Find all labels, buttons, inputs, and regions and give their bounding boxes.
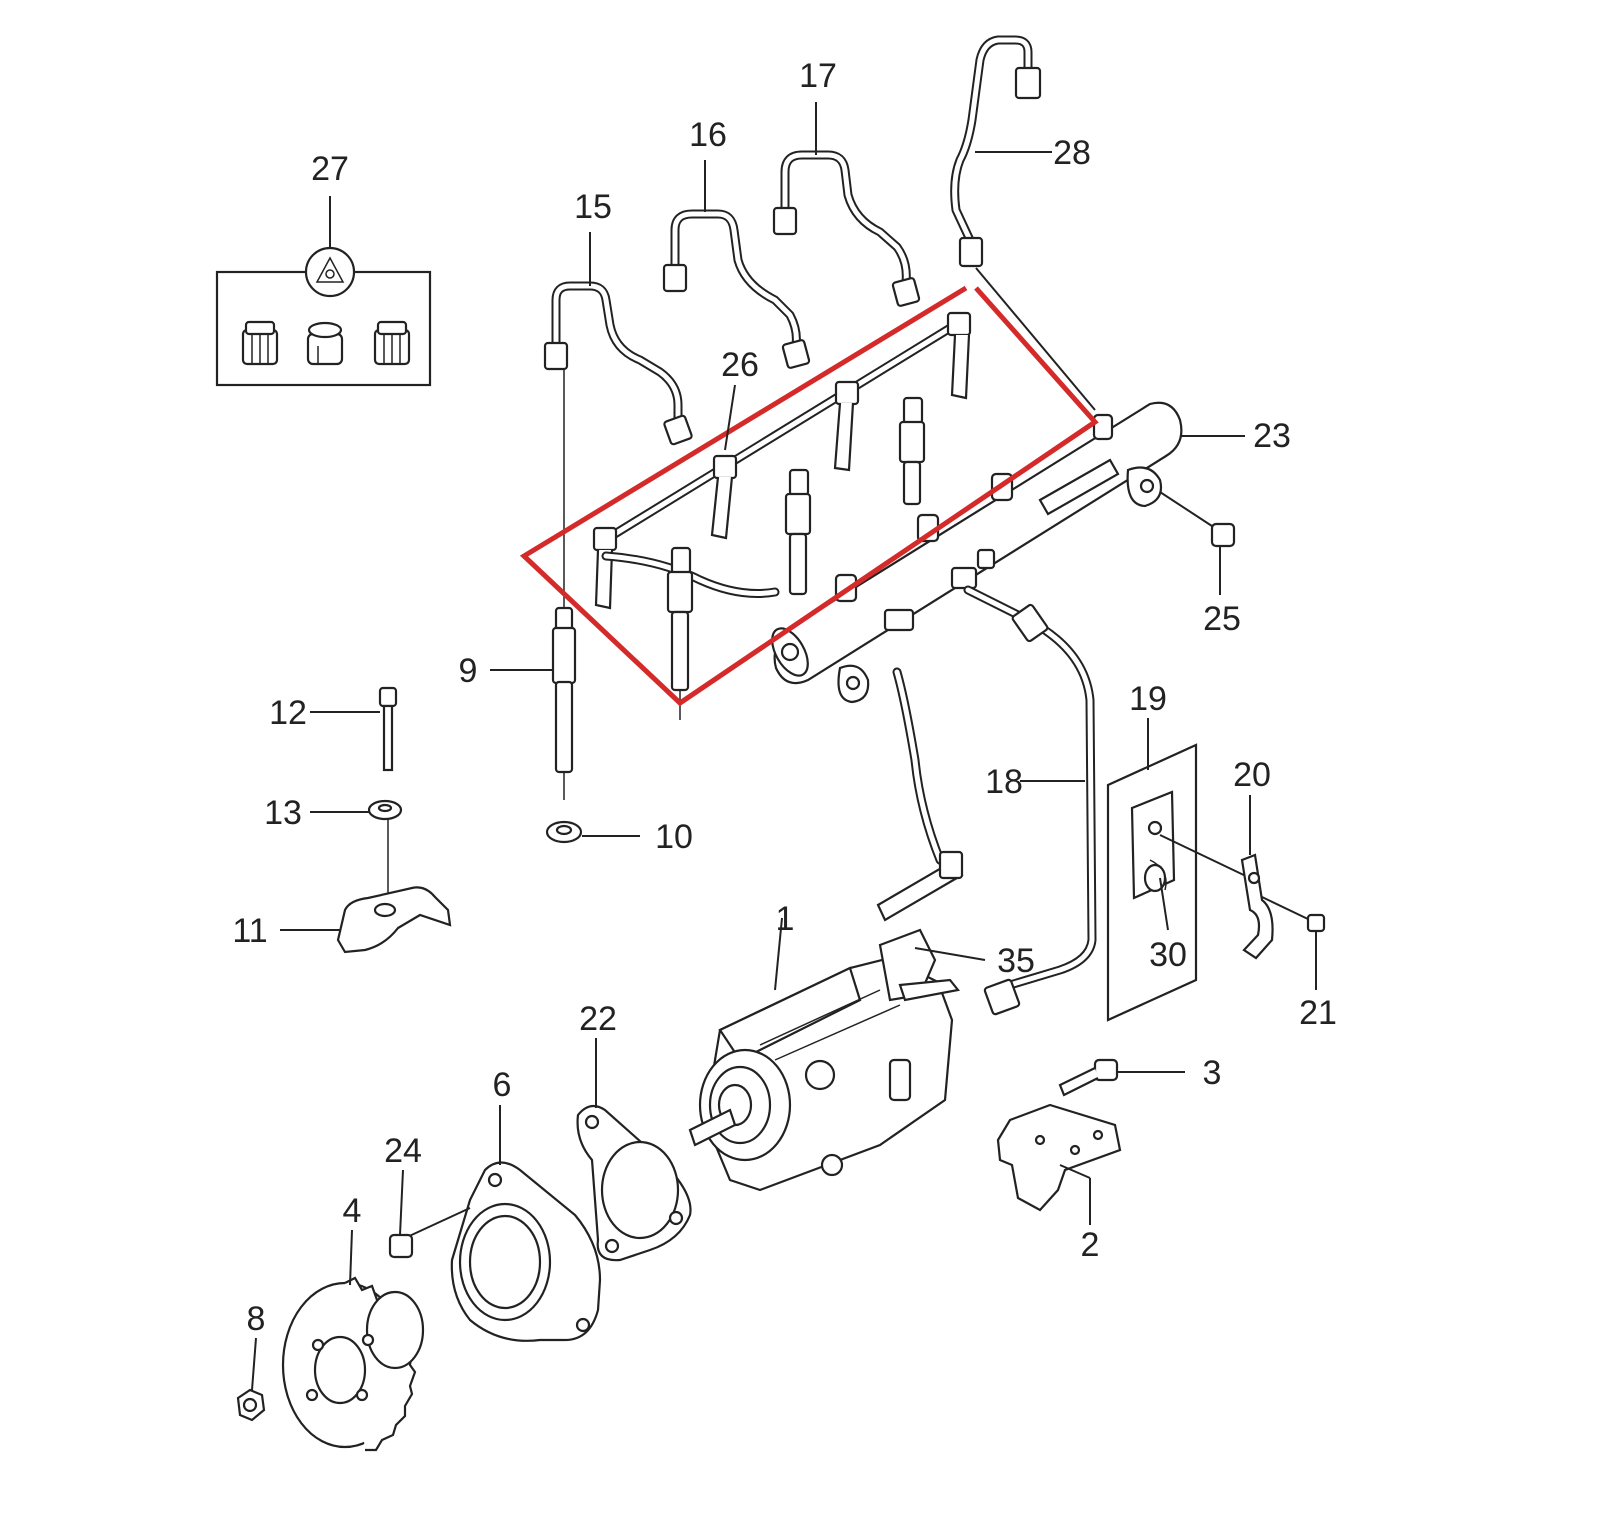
callout-35: 35 — [997, 942, 1035, 980]
nut-right — [373, 320, 411, 366]
callout-25: 25 — [1203, 600, 1241, 638]
callout-17: 17 — [799, 57, 837, 95]
fuel-return-hose — [876, 667, 964, 922]
leader-lines — [251, 102, 1251, 1391]
sprocket-4 — [281, 1276, 425, 1452]
callout-20: 20 — [1233, 756, 1271, 794]
bolt-24 — [388, 1207, 471, 1259]
nut-left — [241, 320, 279, 366]
injection-pipe-15 — [543, 281, 693, 446]
callout-9: 9 — [459, 652, 478, 690]
bracket-2 — [996, 1103, 1122, 1225]
callout-24: 24 — [384, 1132, 422, 1170]
flange-6 — [450, 1161, 602, 1342]
nut-kit-box — [215, 246, 432, 387]
callout-22: 22 — [579, 1000, 617, 1038]
common-rail-23 — [771, 401, 1183, 704]
callout-19: 19 — [1129, 680, 1167, 718]
bracket-box-19 — [1106, 743, 1251, 1022]
injector-9 — [551, 370, 577, 800]
injection-pipe-16 — [662, 209, 811, 369]
callout-3: 3 — [1203, 1054, 1222, 1092]
nut-8 — [236, 1388, 266, 1422]
injector-2 — [666, 546, 694, 720]
callout-15: 15 — [574, 188, 612, 226]
callout-12: 12 — [269, 694, 307, 732]
callout-16: 16 — [689, 116, 727, 154]
bolt-21 — [1261, 896, 1326, 990]
bolt-12 — [378, 686, 398, 772]
highlight-box — [519, 285, 1099, 707]
nut-middle — [306, 321, 344, 366]
callout-10: 10 — [655, 818, 693, 856]
callout-6: 6 — [493, 1066, 512, 1104]
callout-26: 26 — [721, 346, 759, 384]
callout-1: 1 — [776, 900, 795, 938]
bolt-3 — [1058, 1058, 1119, 1097]
clamp-11 — [336, 886, 452, 954]
callout-21: 21 — [1299, 994, 1337, 1032]
bolt-25 — [1159, 491, 1236, 595]
callout-30: 30 — [1149, 936, 1187, 974]
callout-8: 8 — [247, 1300, 266, 1338]
washer-10 — [545, 820, 583, 844]
return-pipe-28 — [950, 35, 1096, 411]
gasket-22 — [576, 1104, 692, 1262]
fuel-pump-1 — [688, 928, 961, 1192]
injector-4 — [898, 396, 926, 506]
high-pressure-pipe-18 — [963, 585, 1097, 1016]
callout-23: 23 — [1253, 417, 1291, 455]
callout-18: 18 — [985, 763, 1023, 801]
callout-13: 13 — [264, 794, 302, 832]
washer-13 — [367, 799, 403, 905]
injection-pipe-17 — [772, 150, 921, 307]
callout-2: 2 — [1081, 1226, 1100, 1264]
leak-off-line-26 — [592, 311, 972, 610]
callout-11: 11 — [232, 912, 267, 950]
callout-4: 4 — [343, 1192, 362, 1230]
callout-27: 27 — [311, 150, 349, 188]
callout-28: 28 — [1053, 134, 1091, 172]
triangle-nut-icon — [304, 246, 356, 298]
clip-20 — [1240, 853, 1274, 960]
injector-3 — [784, 468, 812, 596]
callout-labels: 27 15 16 17 28 26 23 25 9 12 13 10 11 18… — [232, 57, 1337, 1338]
